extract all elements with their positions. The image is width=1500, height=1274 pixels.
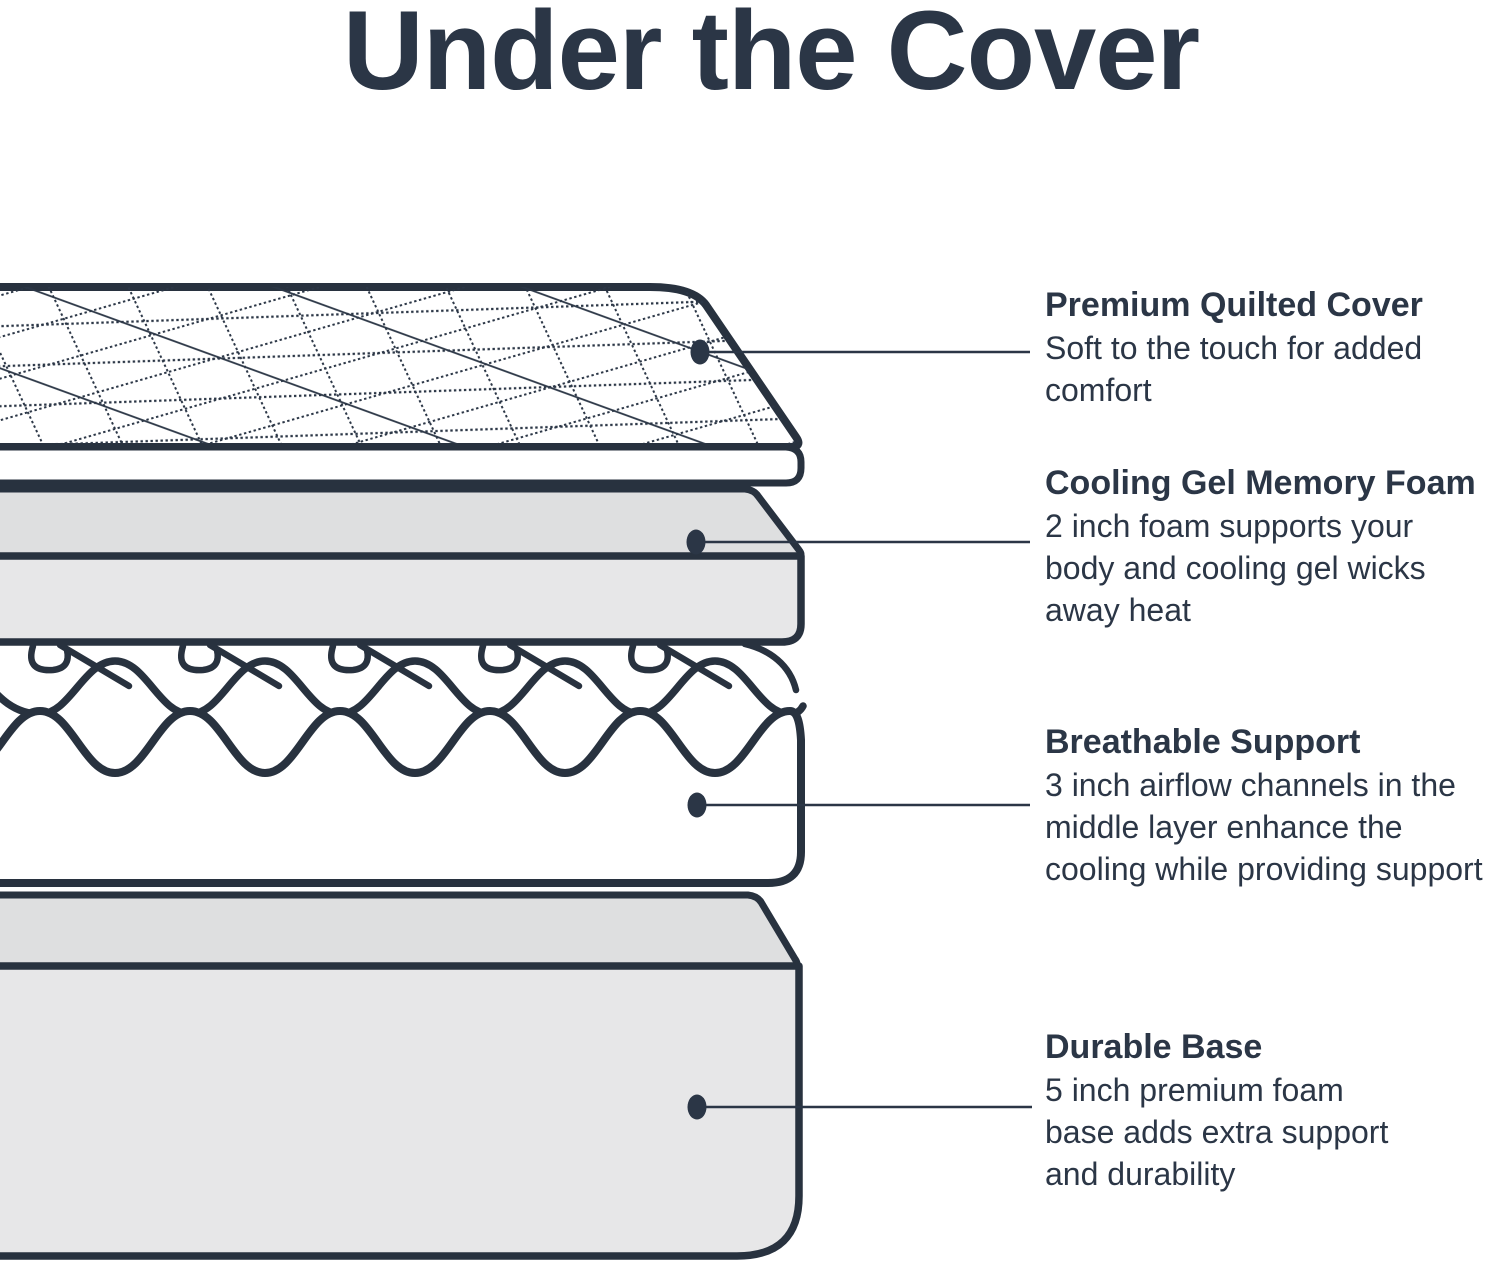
callout-cooling-gel-memory-foam: Cooling Gel Memory Foam 2 inch foam supp… <box>1045 461 1500 631</box>
callout-title: Breathable Support <box>1045 723 1361 761</box>
layer-breathable-support <box>0 640 807 887</box>
callout-breathable-support: Breathable Support 3 inch airflow channe… <box>1045 720 1500 890</box>
gel-foam-top-surface <box>0 485 805 560</box>
callout-description-line: 5 inch premium foam <box>1045 1072 1344 1108</box>
callout-description-line: away heat <box>1045 592 1191 628</box>
callout-title: Cooling Gel Memory Foam <box>1045 464 1476 502</box>
quilted-cover-side-band <box>0 443 805 487</box>
callout-description-line: middle layer enhance the <box>1045 809 1403 845</box>
callout-dot-gel-foam <box>686 529 706 555</box>
callout-durable-base: Durable Base 5 inch premium foam base ad… <box>1045 1025 1500 1195</box>
callout-leaders <box>686 339 1032 1120</box>
callout-description-line: base adds extra support <box>1045 1114 1389 1150</box>
page-title: Under the Cover <box>342 0 1200 113</box>
callout-description-line: cooling while providing support <box>1045 851 1483 887</box>
callout-title: Durable Base <box>1045 1028 1263 1066</box>
callout-dot-breathable-support <box>687 792 707 818</box>
layer-quilted-cover <box>0 283 805 487</box>
layer-gel-memory-foam <box>0 485 805 646</box>
callout-premium-quilted-cover: Premium Quilted Cover Soft to the touch … <box>1045 283 1500 411</box>
callout-dot-durable-base <box>687 1094 707 1120</box>
callout-description-line: body and cooling gel wicks <box>1045 550 1426 586</box>
layer-durable-base <box>0 891 803 1260</box>
base-front-face <box>0 962 803 1260</box>
callout-description-line: 2 inch foam supports your <box>1045 508 1414 544</box>
callout-description-line: and durability <box>1045 1156 1236 1192</box>
egg-crate-back-wave <box>0 657 807 718</box>
gel-foam-front-face <box>0 552 805 646</box>
callout-dot-quilted-cover <box>690 339 710 365</box>
callout-description-line: comfort <box>1045 372 1152 408</box>
base-top-surface <box>0 891 801 970</box>
breathable-support-body <box>0 707 805 887</box>
quilt-pattern <box>0 287 799 447</box>
callout-description-line: 3 inch airflow channels in the <box>1045 767 1456 803</box>
callout-title: Premium Quilted Cover <box>1045 286 1423 324</box>
callout-description-line: Soft to the touch for added <box>1045 330 1423 366</box>
